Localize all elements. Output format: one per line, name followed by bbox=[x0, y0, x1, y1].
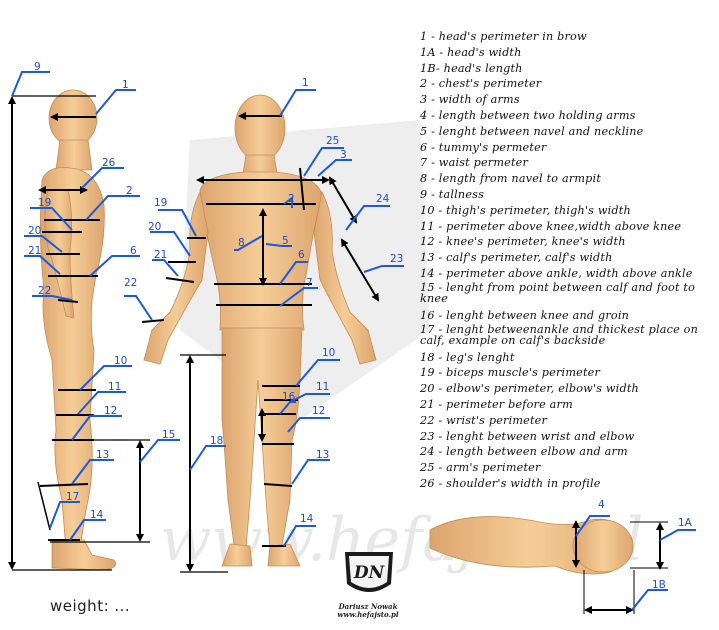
callout-front-7: 7 bbox=[306, 277, 313, 289]
legend-item-17: 17 - lenght betweenankle and thickest pl… bbox=[420, 322, 698, 347]
callout-front-14: 14 bbox=[300, 513, 314, 525]
callout-top-1B: 1B bbox=[652, 579, 666, 591]
side-figure bbox=[40, 89, 117, 571]
callout-top-4: 4 bbox=[598, 499, 605, 511]
legend-item-13: 13 - calf's perimeter, calf's width bbox=[420, 251, 613, 265]
callout-front-21: 21 bbox=[154, 249, 167, 261]
measurement-legend: 1 - head's perimeter in brow 1A - head's … bbox=[420, 29, 716, 492]
legend-item-18: 18 - leg's lenght bbox=[420, 350, 515, 364]
legend-item-6: 6 - tummy's permeter bbox=[420, 140, 547, 154]
callout-front-11: 11 bbox=[316, 381, 329, 393]
callout-side-14: 14 bbox=[90, 509, 104, 521]
legend-item-1B: 1B- head's length bbox=[420, 61, 523, 75]
legend-item-2: 2 - chest's perimeter bbox=[420, 77, 542, 91]
legend-item-24: 24 - length between elbow and arm bbox=[420, 445, 628, 459]
callout-side-6: 6 bbox=[130, 245, 137, 257]
callout-front-10: 10 bbox=[322, 347, 335, 359]
callout-side-20: 20 bbox=[28, 225, 41, 237]
logo-name: Dariusz Nowak bbox=[338, 602, 398, 611]
callout-side-22: 22 bbox=[38, 285, 51, 297]
callout-side-19: 19 bbox=[38, 197, 51, 209]
legend-item-16: 16 - lenght between knee and groin bbox=[420, 308, 630, 322]
callout-side-1: 1 bbox=[122, 79, 129, 91]
legend-item-15: 15 - lenght from point between calf and … bbox=[420, 280, 696, 305]
callout-side-17: 17 bbox=[66, 491, 79, 503]
callout-side-26: 26 bbox=[102, 157, 116, 169]
callout-front-25: 25 bbox=[326, 135, 339, 147]
logo-initials: DN bbox=[353, 563, 386, 583]
legend-item-19: 19 - biceps muscle's perimeter bbox=[420, 366, 601, 380]
legend-item-4: 4 - length between two holding arms bbox=[420, 108, 636, 122]
callout-front-24: 24 bbox=[376, 193, 390, 205]
legend-item-20: 20 - elbow's perimeter, elbow's width bbox=[420, 382, 639, 396]
legend-item-9: 9 - tallness bbox=[420, 187, 485, 201]
legend-item-1: 1 - head's perimeter in brow bbox=[420, 30, 587, 43]
logo-badge: DN bbox=[345, 552, 393, 592]
callout-front-19: 19 bbox=[154, 197, 167, 209]
callout-front-2: 2 bbox=[288, 193, 295, 205]
callout-front-3: 3 bbox=[340, 149, 347, 161]
callout-front-23: 23 bbox=[390, 253, 403, 265]
callout-front-16: 16 bbox=[282, 391, 296, 403]
legend-item-22: 22 - wrist's perimeter bbox=[420, 413, 548, 427]
callout-front-20: 20 bbox=[148, 221, 161, 233]
logo-url: www.hefajsto.pl bbox=[337, 610, 399, 619]
callout-side-21: 21 bbox=[28, 245, 41, 257]
legend-item-11: 11 - perimeter above knee,width above kn… bbox=[420, 219, 682, 233]
weight-label: weight: ... bbox=[50, 597, 131, 615]
callout-front-5: 5 bbox=[282, 235, 289, 247]
legend-item-3: 3 - width of arms bbox=[420, 93, 520, 107]
callout-front-12: 12 bbox=[312, 405, 325, 417]
callout-front-18: 18 bbox=[210, 435, 223, 447]
legend-item-5: 5 - lenght between navel and neckline bbox=[420, 124, 644, 138]
legend-item-14: 14 - perimeter above ankle, width above … bbox=[420, 266, 693, 280]
legend-item-26: 26 - shoulder's width in profile bbox=[420, 476, 601, 490]
callout-side-13: 13 bbox=[96, 449, 109, 461]
callout-side-12: 12 bbox=[104, 405, 117, 417]
callout-top-1A: 1A bbox=[678, 517, 693, 529]
legend-item-7: 7 - waist permeter bbox=[420, 156, 529, 170]
callout-front-6: 6 bbox=[298, 249, 305, 261]
measurement-lines bbox=[8, 95, 668, 614]
logo-caption: Dariusz Nowak www.hefajsto.pl bbox=[333, 603, 403, 619]
callout-leaders bbox=[11, 71, 696, 611]
callout-front-8: 8 bbox=[238, 237, 245, 249]
legend-item-1A: 1A - head's width bbox=[420, 45, 522, 59]
callout-front-13: 13 bbox=[316, 449, 329, 461]
callout-side-9: 9 bbox=[34, 61, 41, 73]
callout-front-22: 22 bbox=[124, 277, 137, 289]
legend-item-8: 8 - length from navel to armpit bbox=[420, 172, 602, 186]
callout-labels: 9 1 26 2 19 20 21 6 22 10 11 12 15 13 17… bbox=[28, 61, 693, 591]
callout-side-2: 2 bbox=[126, 185, 133, 197]
callout-side-10: 10 bbox=[114, 355, 127, 367]
callout-side-15: 15 bbox=[162, 429, 175, 441]
callout-front-1: 1 bbox=[302, 77, 309, 89]
legend-item-21: 21 - perimeter before arm bbox=[420, 397, 573, 411]
legend-item-25: 25 - arm's perimeter bbox=[420, 461, 541, 475]
legend-item-23: 23 - lenght between wrist and elbow bbox=[420, 429, 635, 443]
legend-item-10: 10 - thigh's perimeter, thigh's width bbox=[420, 203, 631, 217]
legend-item-12: 12 - knee's perimeter, knee's width bbox=[420, 235, 626, 249]
callout-side-11: 11 bbox=[108, 381, 121, 393]
